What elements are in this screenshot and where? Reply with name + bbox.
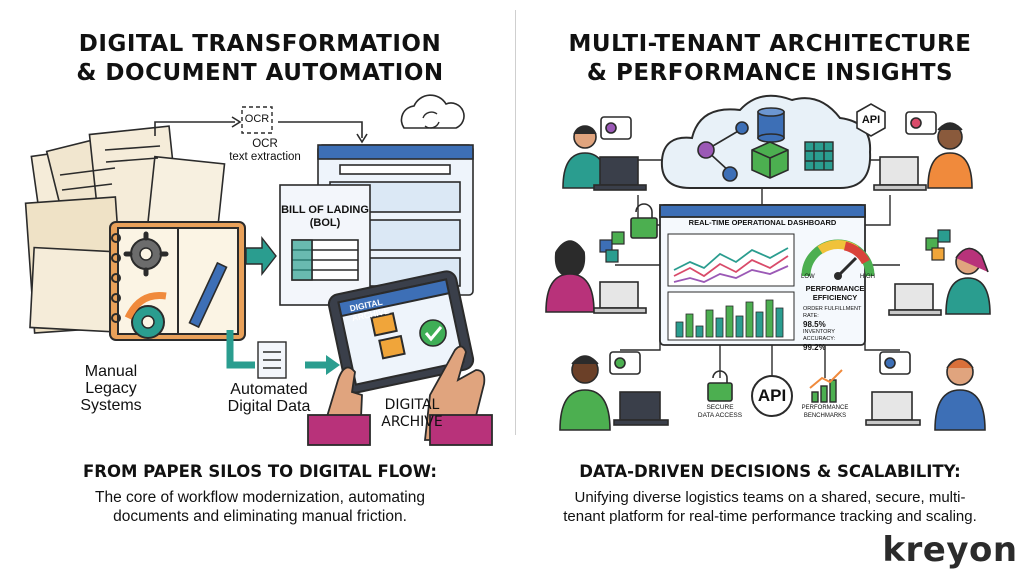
ocr-caption: OCR text extraction xyxy=(220,138,310,164)
binder-notebook xyxy=(109,221,246,341)
gauge-low-label: LOW xyxy=(801,274,815,280)
accuracy-value: 99.2% xyxy=(803,343,826,352)
ocr-box xyxy=(241,106,273,134)
orange-arrow xyxy=(124,291,167,320)
right-title-line1: MULTI-TENANT ARCHITECTURE xyxy=(568,31,972,57)
left-caption-line2: documents and eliminating manual frictio… xyxy=(113,508,407,525)
left-caption-body: The core of workflow modernization, auto… xyxy=(10,488,510,526)
benchmarks-line2: BENCHMARKS xyxy=(803,413,847,419)
brand-logo: kreyon xyxy=(878,528,1022,572)
dashboard-title: REAL-TIME OPERATIONAL DASHBOARD xyxy=(688,218,837,227)
bar-chart xyxy=(675,299,784,338)
right-caption-line2: tenant platform for real-time performanc… xyxy=(563,508,977,525)
performance-efficiency: PERFORMANCE EFFICIENCY xyxy=(800,284,870,302)
teal-arrow xyxy=(245,235,277,277)
right-title: MULTI-TENANT ARCHITECTURE & PERFORMANCE … xyxy=(525,30,1015,88)
left-title-line1: DIGITAL TRANSFORMATION xyxy=(78,31,442,57)
archive-label-line2: ARCHIVE xyxy=(381,414,443,430)
kpi-block: ORDER FULFILLMENT RATE: 98.5% INVENTORY … xyxy=(803,306,867,352)
manual-label-line2: Legacy xyxy=(85,380,137,397)
accuracy-label: INVENTORY ACCURACY: xyxy=(803,329,836,342)
tablet xyxy=(327,270,475,394)
right-caption-body: Unifying diverse logistics teams on a sh… xyxy=(522,488,1018,526)
right-title-line2: & PERFORMANCE INSIGHTS xyxy=(586,60,954,86)
manual-label-line3: Systems xyxy=(80,397,142,414)
api-badge-shape xyxy=(856,103,886,137)
left-title-line2: & DOCUMENT AUTOMATION xyxy=(76,60,444,86)
hands xyxy=(307,345,493,446)
lock-icon xyxy=(707,370,733,402)
gear-icon xyxy=(123,231,169,277)
automated-label: Automated Digital Data xyxy=(216,381,322,415)
gauge-high-label: HIGH xyxy=(860,274,875,280)
person-icon xyxy=(865,351,986,431)
benchmarks-label: PERFORMANCE BENCHMARKS xyxy=(795,404,855,420)
right-caption-heading: DATA-DRIVEN DECISIONS & SCALABILITY: xyxy=(579,462,961,481)
archive-label-line1: DIGITAL xyxy=(384,397,440,413)
lock-icon xyxy=(630,203,658,239)
api-hub-circle xyxy=(751,375,793,417)
api-hub-label: API xyxy=(757,386,787,405)
gear-icon xyxy=(131,305,165,339)
api-badge-label: API xyxy=(861,114,881,126)
fulfillment-label: ORDER FULFILLMENT RATE: xyxy=(803,306,862,319)
ocr-box-label: OCR xyxy=(244,113,270,125)
secure-access-line2: DATA ACCESS xyxy=(697,412,743,419)
chart-icon xyxy=(809,369,843,403)
cube-icon xyxy=(751,141,789,179)
cloud-sync-icon xyxy=(400,94,465,129)
grid-cube-icon xyxy=(804,141,834,171)
left-caption-line1: The core of workflow modernization, auto… xyxy=(95,489,425,506)
panel-divider xyxy=(515,10,516,435)
bol-title-line2: (BOL) xyxy=(309,217,341,229)
person-icon xyxy=(873,111,973,191)
automated-label-line1: Automated xyxy=(230,381,308,398)
line-chart xyxy=(673,247,789,283)
ocr-caption-line2: text extraction xyxy=(229,151,301,163)
network-icon xyxy=(697,121,749,182)
fulfillment-value: 98.5% xyxy=(803,320,826,329)
performance-efficiency-line2: EFFICIENCY xyxy=(812,293,858,302)
manual-label-line1: Manual xyxy=(84,363,138,380)
ocr-caption-line1: OCR xyxy=(252,138,278,150)
cube-icon xyxy=(599,229,951,263)
left-caption-heading: FROM PAPER SILOS TO DIGITAL FLOW: xyxy=(83,462,437,481)
person-icon xyxy=(559,351,669,431)
checkmark-icon xyxy=(419,319,447,347)
automated-label-line2: Digital Data xyxy=(227,398,311,415)
secure-access-label: SECURE DATA ACCESS xyxy=(686,404,754,420)
bol-document xyxy=(279,184,371,306)
database-icon xyxy=(757,107,785,143)
manual-label: Manual Legacy Systems xyxy=(70,363,152,414)
secure-access-line1: SECURE xyxy=(706,404,734,411)
data-file-icon xyxy=(257,341,287,379)
left-title: DIGITAL TRANSFORMATION & DOCUMENT AUTOMA… xyxy=(20,30,500,88)
bol-title: BILL OF LADING (BOL) xyxy=(280,204,370,230)
right-caption-line1: Unifying diverse logistics teams on a sh… xyxy=(574,489,966,506)
bol-title-line1: BILL OF LADING xyxy=(281,204,369,216)
performance-efficiency-line1: PERFORMANCE xyxy=(805,284,865,293)
person-icon xyxy=(888,247,991,316)
person-icon xyxy=(562,116,647,191)
benchmarks-line1: PERFORMANCE xyxy=(801,405,849,411)
archive-label: DIGITAL ARCHIVE xyxy=(370,397,454,431)
pen-icon xyxy=(188,261,228,329)
person-icon xyxy=(545,240,647,314)
gauge-icon xyxy=(801,239,875,280)
